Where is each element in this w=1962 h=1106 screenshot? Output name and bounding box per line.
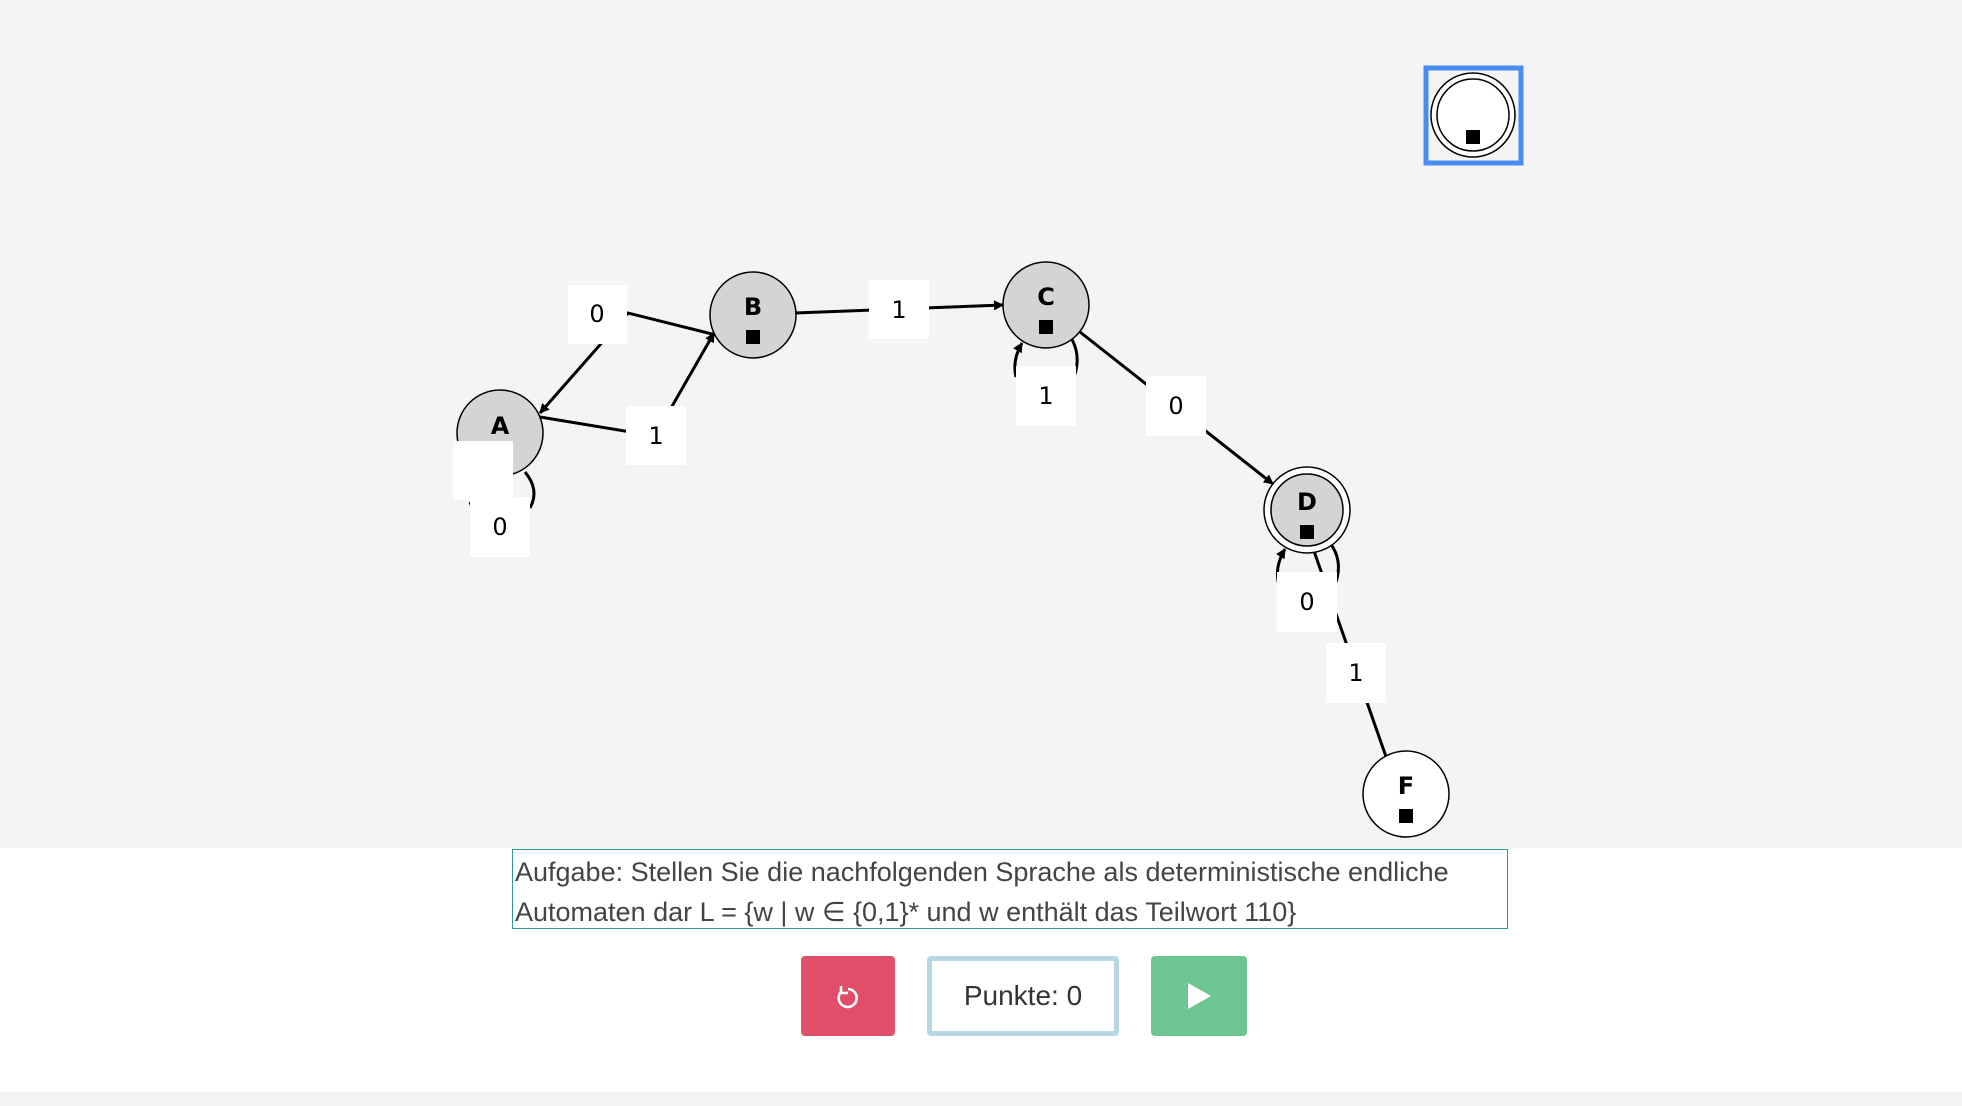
state-b-handle[interactable] (746, 330, 760, 344)
edge-label-d-f-text: 1 (1348, 659, 1363, 687)
edge-label-c-d[interactable]: 0 (1146, 376, 1206, 436)
score-label: Punkte: 0 (963, 980, 1083, 1011)
edge-label-c-c-text: 1 (1038, 382, 1053, 410)
footer-strip (0, 1092, 1962, 1106)
automaton-canvas[interactable]: 0 1 0 1 1 0 0 1 (0, 0, 1962, 848)
state-d[interactable]: D (1263, 466, 1351, 554)
state-c[interactable]: C (1002, 261, 1090, 349)
edge-label-b-a-text: 0 (589, 300, 604, 328)
state-f[interactable]: F (1362, 750, 1450, 838)
edge-label-d-d[interactable]: 0 (1277, 572, 1337, 632)
state-d-handle[interactable] (1300, 525, 1314, 539)
state-f-label: F (1398, 772, 1414, 800)
state-a-label: A (491, 412, 510, 440)
undo-icon (837, 986, 858, 1009)
state-new-handle[interactable] (1466, 130, 1480, 144)
task-description: Aufgabe: Stellen Sie die nachfolgenden S… (512, 849, 1508, 929)
edge-label-b-c[interactable]: 1 (869, 280, 929, 339)
blank-edge-label[interactable] (453, 441, 513, 500)
state-c-label: C (1037, 283, 1055, 311)
edge-label-d-f[interactable]: 1 (1326, 643, 1386, 703)
edge-label-d-d-text: 0 (1299, 588, 1314, 616)
task-text: Aufgabe: Stellen Sie die nachfolgenden S… (515, 857, 1449, 927)
automaton-diagram[interactable]: 0 1 0 1 1 0 0 1 (0, 0, 1962, 848)
state-new-selected[interactable] (1423, 65, 1524, 166)
transition-b-a[interactable] (538, 311, 717, 414)
edge-label-a-b[interactable]: 1 (626, 406, 686, 465)
edge-label-a-a-text: 0 (492, 513, 507, 541)
edge-label-c-d-text: 0 (1168, 392, 1183, 420)
score-display: Punkte: 0 (927, 956, 1119, 1036)
play-button[interactable] (1151, 956, 1247, 1036)
reset-button[interactable] (801, 956, 895, 1036)
edge-label-b-c-text: 1 (891, 296, 906, 324)
edge-label-c-c[interactable]: 1 (1016, 366, 1076, 426)
play-icon (1188, 983, 1211, 1009)
state-d-label: D (1297, 488, 1317, 516)
state-b-label: B (744, 293, 762, 321)
state-f-handle[interactable] (1399, 809, 1413, 823)
state-b[interactable]: B (709, 271, 797, 359)
edge-label-a-a[interactable]: 0 (470, 497, 530, 557)
state-c-handle[interactable] (1039, 320, 1053, 334)
edge-label-b-a[interactable]: 0 (568, 285, 627, 344)
edge-label-a-b-text: 1 (648, 422, 663, 450)
selection-box (1423, 65, 1524, 166)
